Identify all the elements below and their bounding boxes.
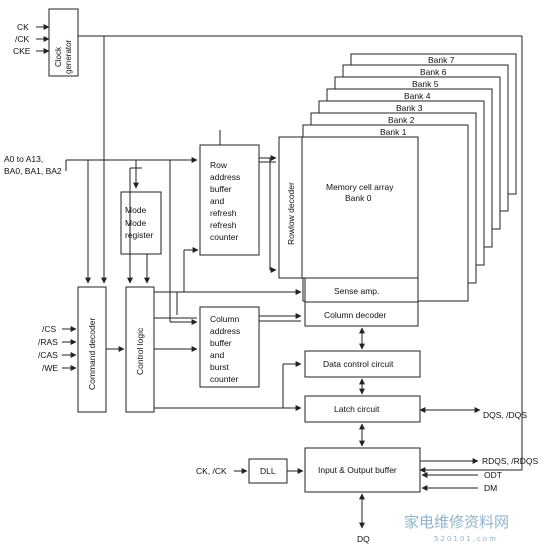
dq-label: DQ bbox=[357, 534, 370, 544]
address-label-2: BA0, BA1, BA2 bbox=[4, 166, 62, 176]
ras-label: /RAS bbox=[38, 337, 58, 347]
cke-label: CKE bbox=[13, 46, 31, 56]
io-buffer-label: Input & Output buffer bbox=[318, 465, 397, 475]
bank-0-label: Bank 0 bbox=[345, 193, 372, 203]
clock-generator-block bbox=[48, 8, 79, 77]
row-buffer-line-7: counter bbox=[210, 232, 239, 242]
bank-2-label: Bank 2 bbox=[388, 115, 415, 125]
dll-block bbox=[248, 458, 288, 484]
clock-generator-label-2: generator bbox=[64, 39, 73, 74]
latch-label: Latch circuit bbox=[334, 404, 380, 414]
row-buffer-block bbox=[199, 144, 260, 256]
mode-register-block bbox=[120, 191, 162, 255]
column-decoder-block bbox=[304, 301, 419, 327]
column-decoder-label: Column decoder bbox=[324, 310, 387, 320]
dqs-label: DQS, /DQS bbox=[483, 410, 527, 420]
dll-clock-label: CK, /CK bbox=[196, 466, 227, 476]
bank-3-label: Bank 3 bbox=[396, 103, 423, 113]
command-decoder-block bbox=[77, 286, 107, 413]
cs-label: /CS bbox=[42, 324, 57, 334]
control-logic-block bbox=[125, 286, 155, 413]
row-buffer-line-6: refresh bbox=[210, 220, 237, 230]
bank-6-label: Bank 6 bbox=[420, 67, 447, 77]
io-buffer-block bbox=[304, 447, 421, 493]
sense-amp-label: Sense amp. bbox=[334, 286, 379, 296]
bank-1-label: Bank 1 bbox=[380, 127, 407, 137]
latch-block bbox=[304, 395, 421, 423]
watermark-subtext: 520101.com bbox=[434, 535, 498, 543]
clock-generator-label-1: Clock bbox=[54, 46, 63, 67]
address-label-1: A0 to A13, bbox=[4, 154, 43, 164]
row-buffer-line-1: Row bbox=[210, 160, 228, 170]
row-buffer-line-2: address bbox=[210, 172, 240, 182]
column-buffer-line-6: counter bbox=[210, 374, 239, 384]
odt-label: ODT bbox=[484, 470, 502, 480]
row-buffer-line-4: and bbox=[210, 196, 224, 206]
column-buffer-line-3: buffer bbox=[210, 338, 232, 348]
we-label: /WE bbox=[42, 363, 58, 373]
mode-label-2: Mode bbox=[125, 218, 147, 228]
column-buffer-block bbox=[199, 306, 260, 388]
row-decoder-label: Rowlow decoder bbox=[286, 182, 296, 245]
watermark-text: 家电维修资料网 bbox=[404, 513, 509, 531]
command-decoder-label: Command decoder bbox=[87, 318, 97, 390]
column-buffer-line-2: address bbox=[210, 326, 240, 336]
row-buffer-line-3: buffer bbox=[210, 184, 232, 194]
mode-label: Mode bbox=[125, 205, 147, 215]
wiring bbox=[36, 24, 523, 529]
ck-label: CK bbox=[17, 22, 29, 32]
dm-label: DM bbox=[484, 483, 497, 493]
control-logic-label: Control logic bbox=[135, 327, 145, 375]
rdqs-label: RDQS, /RDQS bbox=[482, 456, 539, 466]
bank-7-label: Bank 7 bbox=[428, 55, 455, 65]
column-buffer-line-1: Column bbox=[210, 314, 240, 324]
column-buffer-line-4: and bbox=[210, 350, 224, 360]
memory-array-label: Memory cell array bbox=[326, 182, 394, 192]
data-control-block bbox=[304, 350, 421, 378]
dll-label: DLL bbox=[260, 466, 276, 476]
data-control-label: Data control circuit bbox=[323, 359, 394, 369]
ck-n-label: /CK bbox=[15, 34, 30, 44]
column-buffer-line-5: burst bbox=[210, 362, 230, 372]
bank-0-block bbox=[278, 136, 419, 279]
row-buffer-line-5: refresh bbox=[210, 208, 237, 218]
cas-label: /CAS bbox=[38, 350, 58, 360]
bank-5-label: Bank 5 bbox=[412, 79, 439, 89]
mode-register-label: register bbox=[125, 230, 154, 240]
bank-4-label: Bank 4 bbox=[404, 91, 431, 101]
